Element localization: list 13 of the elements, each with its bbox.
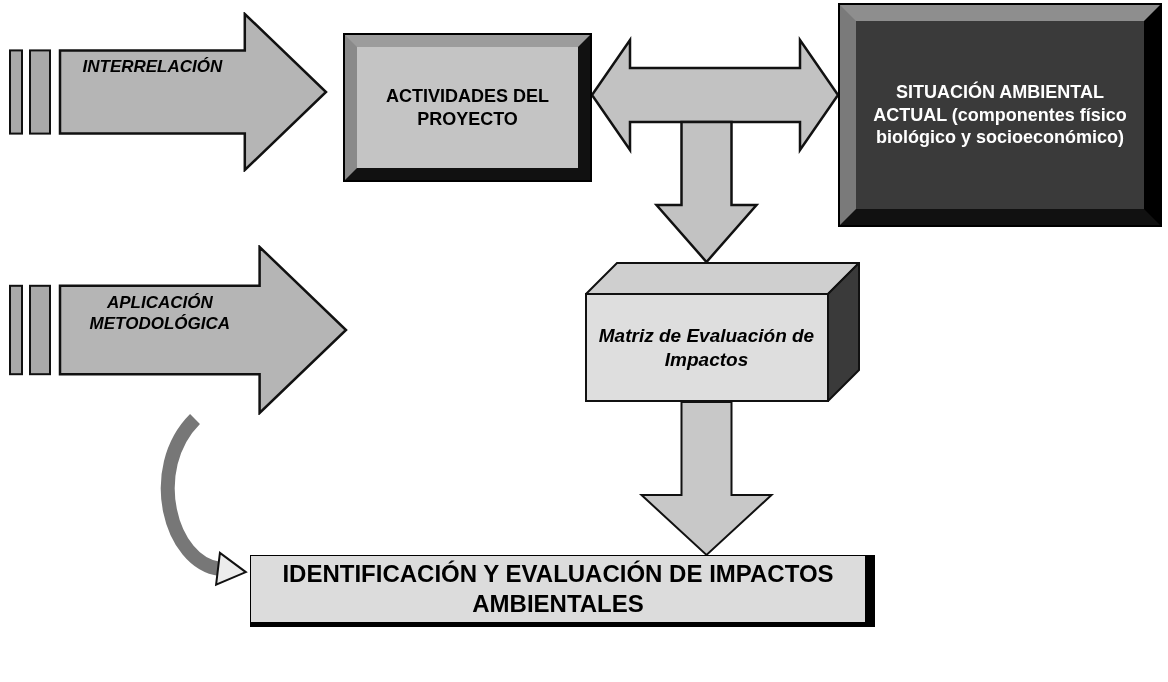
banner-box <box>250 555 875 627</box>
node-label: IDENTIFICACIÓN Y EVALUACIÓN DE IMPACTOS AMBIENTALES <box>281 559 835 619</box>
down-arrow <box>653 120 760 264</box>
curved-arrow <box>160 414 247 585</box>
node-label: Matriz de Evaluación de Impactos <box>597 324 816 372</box>
node-label: APLICACIÓN METODOLÓGICA <box>88 291 231 335</box>
double-arrow <box>590 36 840 154</box>
bevel-box <box>840 5 1160 225</box>
node-label: ACTIVIDADES DEL PROYECTO <box>385 85 550 130</box>
node-label: INTERRELACIÓN <box>82 56 223 78</box>
bevel-box <box>345 35 590 180</box>
down-arrow <box>638 401 775 557</box>
node-label: SITUACIÓN AMBIENTAL ACTUAL (componentes físico biológico y socioeconómico) <box>872 81 1128 149</box>
